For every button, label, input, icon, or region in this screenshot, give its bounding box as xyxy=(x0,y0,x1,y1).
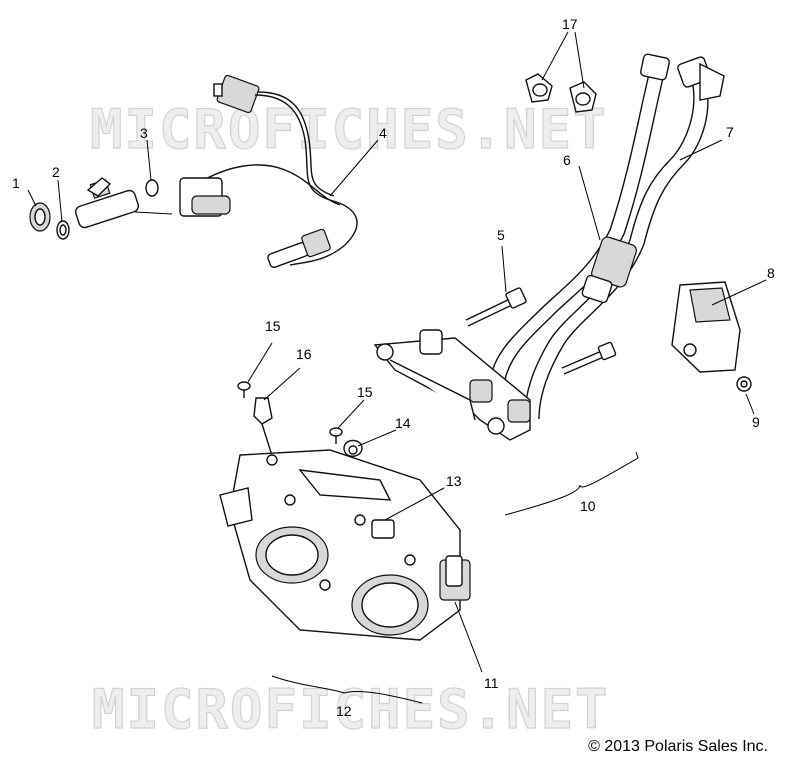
part-5-bolt xyxy=(465,287,527,327)
part-1-seal xyxy=(29,202,51,232)
part-17-hose-clips xyxy=(525,73,597,113)
watermark-top: MICROFICHES.NET xyxy=(90,98,608,161)
callout-6: 6 xyxy=(563,152,571,168)
part-6-7-fuel-hoses xyxy=(489,53,725,420)
part-9-screw xyxy=(736,376,752,392)
callout-13: 13 xyxy=(446,473,462,489)
callout-12: 12 xyxy=(336,703,352,719)
part-8-sensor xyxy=(671,281,741,373)
callout-8: 8 xyxy=(767,265,775,281)
callout-17: 17 xyxy=(562,16,578,32)
copyright-text: © 2013 Polaris Sales Inc. xyxy=(588,738,768,755)
callout-15a: 15 xyxy=(265,318,281,334)
callout-16: 16 xyxy=(296,346,312,362)
part-15-screw-b xyxy=(329,427,343,444)
callout-3: 3 xyxy=(140,125,148,141)
part-15-screw-a xyxy=(237,381,251,398)
callout-10: 10 xyxy=(580,498,596,514)
part-2-o-ring xyxy=(56,220,70,240)
callout-5: 5 xyxy=(497,227,505,243)
part-3-injector xyxy=(74,177,159,229)
callout-9: 9 xyxy=(752,414,760,430)
callout-4: 4 xyxy=(379,125,387,141)
fuel-rail xyxy=(373,329,531,441)
callout-15b: 15 xyxy=(357,384,373,400)
rail-bolt xyxy=(561,341,617,375)
part-4-injector-harness xyxy=(179,74,358,268)
callout-11: 11 xyxy=(484,675,499,691)
callout-2: 2 xyxy=(52,164,60,180)
watermark-bottom: MICROFICHES.NET xyxy=(92,678,610,741)
part-11-throttle-body xyxy=(219,449,471,641)
callout-14: 14 xyxy=(395,415,411,431)
callout-1: 1 xyxy=(12,175,20,191)
callout-7: 7 xyxy=(726,124,734,140)
